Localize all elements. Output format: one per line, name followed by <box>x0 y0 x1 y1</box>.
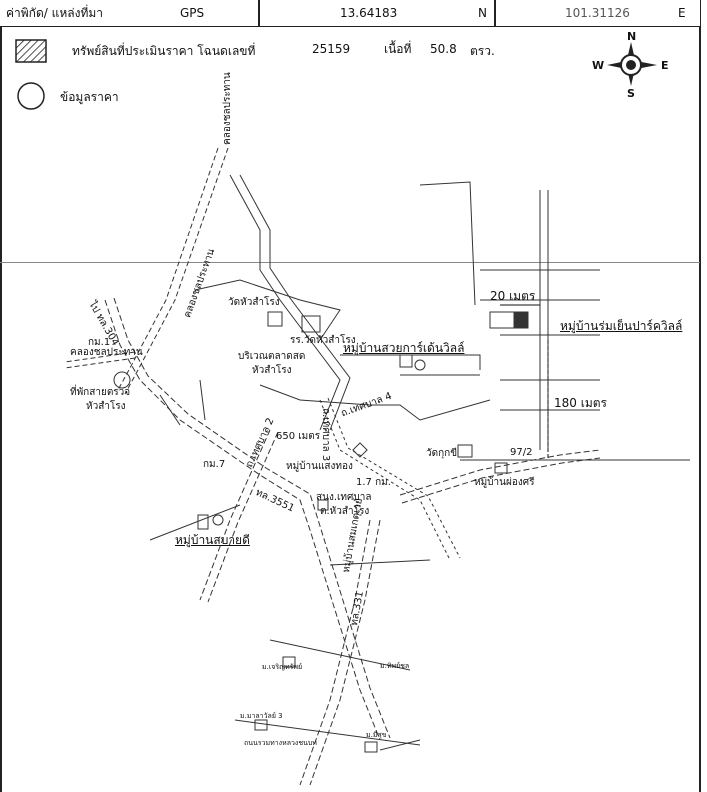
label-village-phongsri: หมู่บ้านผ่องศรี <box>474 477 535 488</box>
coord-source: GPS <box>180 6 205 20</box>
label-distance-20: 20 เมตร <box>490 289 536 303</box>
label-school: รร.วัดหัวสำโรง <box>290 335 356 346</box>
sabaidee-marker <box>197 514 209 530</box>
price-legend-label: ข้อมูลราคา <box>60 90 119 104</box>
highway-304 <box>104 299 381 741</box>
road-north <box>229 174 341 431</box>
price-point-1 <box>414 359 426 371</box>
compass-n-label: N <box>627 30 637 43</box>
label-village-saengthong: หมู่บ้านแสงทอง <box>286 461 353 472</box>
road-lower-a <box>329 559 431 566</box>
route-331 <box>299 519 371 786</box>
canal-road <box>124 147 229 395</box>
neighbor-lots <box>489 311 515 329</box>
road-north-edge <box>239 174 351 431</box>
label-market-2: หัวสำโรง <box>252 365 292 376</box>
label-distance-650: 650 เมตร <box>276 431 321 442</box>
label-road-bottom: ถนนรวมทางหลวงชนบท <box>244 739 317 747</box>
label-village-garden: หมู่บ้านสวยการ์เด้นวิลล์ <box>343 341 465 355</box>
canal-label-1: คลองชลประทาน <box>222 72 233 145</box>
parcel-legend-label: ทรัพย์สินที่ประเมินราคา โฉนดเลขที่ <box>72 44 256 58</box>
area-value: 50.8 <box>430 42 457 56</box>
highway-304-edge <box>113 297 391 739</box>
road-tessaban-2 <box>199 429 271 601</box>
wat-kukee-marker <box>457 444 473 458</box>
road-garden-entry <box>419 181 476 306</box>
road-branch-c <box>149 504 241 541</box>
lower-marker-a <box>282 656 296 668</box>
road-east <box>340 354 481 370</box>
label-temple: วัดหัวสำโรง <box>228 297 280 308</box>
road-branch-a <box>199 379 206 421</box>
coord-source-label: ค่าพิกัด/ แหล่งที่มา <box>6 6 104 20</box>
compass-e-label: E <box>661 59 669 72</box>
road-to-phongsri <box>399 449 601 496</box>
school-marker <box>301 315 321 333</box>
temple-marker <box>267 311 283 327</box>
label-lower-a: ม.เจริญทรัพย์ <box>262 663 303 671</box>
label-lower-d: ม.มีสุข <box>366 731 387 739</box>
label-municipal-office: สนง.เทศบาล <box>316 492 372 503</box>
road-to-saengthong-edge <box>327 397 461 559</box>
coordinate-header: ค่าพิกัด/ แหล่งที่มา GPS 13.64183 N 101.… <box>0 0 701 27</box>
compass-w-label: W <box>592 59 605 72</box>
canal-west <box>64 351 136 363</box>
road-temple-loop <box>194 279 341 341</box>
label-municipal-office-2: ต.หัวสำโรง <box>320 506 370 517</box>
lower-marker-b <box>254 719 268 731</box>
village-garden-marker <box>399 354 413 368</box>
frame-left <box>0 26 2 792</box>
label-village-sabaidee: หมู่บ้านสบายดี <box>175 533 250 547</box>
road-lower-b <box>269 639 411 671</box>
lower-marker-c <box>364 741 378 753</box>
canal-label-3: คลองชลประทาน <box>70 347 143 358</box>
parcel-legend-swatch <box>15 39 47 63</box>
label-village-romyen: หมู่บ้านร่มเย็นปาร์ควิลล์ <box>560 319 683 333</box>
price-legend-circle <box>17 82 45 110</box>
latitude-dir: N <box>478 6 487 20</box>
header-divider <box>494 0 496 26</box>
police-marker <box>113 371 131 389</box>
label-wat-kukee: วัดกุกขี <box>426 448 458 459</box>
label-km-7: กม.7 <box>203 459 226 470</box>
road-branch-b <box>159 394 181 426</box>
label-distance-17: 1.7 กม. <box>356 477 391 488</box>
latitude-value: 13.64183 <box>340 6 398 20</box>
road-lower-c <box>234 719 421 746</box>
municipal-marker <box>317 499 329 511</box>
road-market <box>259 384 491 421</box>
subject-parcel <box>513 311 529 329</box>
deed-number: 25159 <box>312 42 351 56</box>
longitude-value: 101.31126 <box>565 6 630 20</box>
label-police-2: หัวสำโรง <box>86 401 126 412</box>
area-label: เนื้อที่ <box>384 42 412 56</box>
road-tessaban-2-edge <box>207 431 279 603</box>
label-tessaban-3: ถ.เทศบาล 3 <box>320 408 331 462</box>
label-lower-b: ม.ทิพย์ชล <box>380 662 410 670</box>
label-distance-180: 180 เมตร <box>554 396 607 410</box>
label-police: ที่พักสายตรวจ <box>70 387 131 398</box>
canal-road-edge <box>117 147 219 391</box>
saengthong-marker <box>352 442 368 458</box>
price-point-2 <box>212 514 224 526</box>
label-market: บริเวณตลาดสด <box>238 351 306 362</box>
compass-s-label: S <box>627 87 635 100</box>
area-unit: ตรว. <box>470 44 495 58</box>
route-331-edge <box>309 519 381 786</box>
header-divider <box>258 0 260 26</box>
label-road-972: 97/2 <box>510 447 533 458</box>
label-lower-c: ม.มาลาวัลย์ 3 <box>240 712 283 720</box>
frame-right <box>699 26 701 792</box>
longitude-dir: E <box>678 6 686 20</box>
fold-line <box>0 262 700 263</box>
label-km-1: กม.1 <box>88 337 111 348</box>
canal-west-edge <box>64 357 136 369</box>
phongsri-marker <box>494 462 508 474</box>
road-lower-d <box>379 739 421 751</box>
road-to-saengthong <box>319 399 451 561</box>
